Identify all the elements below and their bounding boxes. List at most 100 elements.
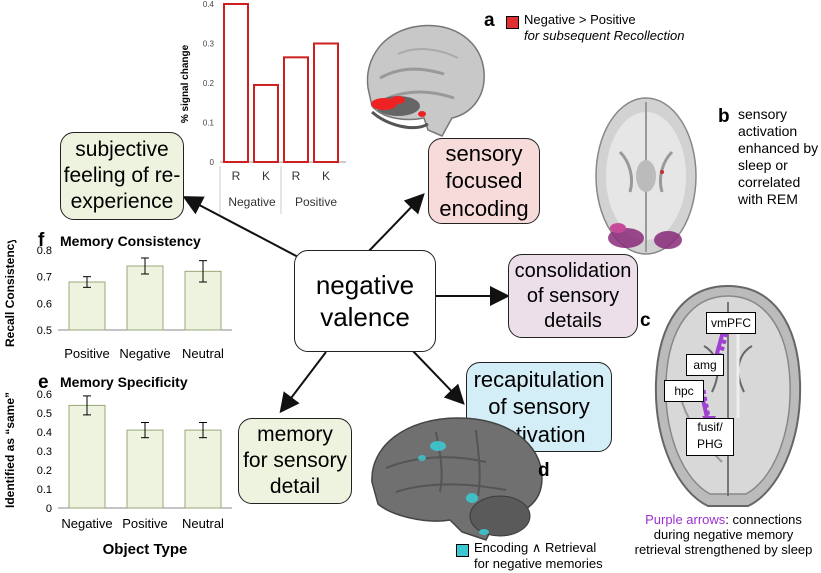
top-chart-tick-3: 0.3 [203, 40, 215, 49]
brain-sagittal-image [366, 24, 485, 137]
e-chart-tick-3: 0.3 [37, 446, 52, 458]
arrow-to-subjective [182, 196, 301, 259]
arrow-to-recapitulation [411, 349, 465, 405]
panel-e-title: Memory Specificity [60, 374, 188, 390]
top-chart-bar-1 [253, 83, 279, 163]
node-fusif-line2: PHG [696, 437, 723, 451]
f-chart-bar-1 [126, 265, 164, 331]
panel-e-letter: e [38, 372, 49, 393]
node-fusif-line1: fusif/ [697, 420, 723, 434]
f-chart-bar-0 [68, 281, 106, 331]
panel-c-caption-highlight: Purple arrows [645, 512, 726, 527]
top-chart-group-0: Negative [228, 195, 276, 209]
top-chart-tick-2: 0.2 [203, 79, 215, 88]
node-amg: amg [686, 354, 724, 376]
activation-blob [371, 98, 397, 110]
node-hpc: hpc [664, 380, 704, 402]
arrow-to-sensory-encoding [367, 193, 425, 253]
panel-b-text: sensory activation enhanced by sleep or … [738, 106, 818, 208]
memory-detail-line1: memory [257, 422, 333, 446]
consolidation-line3: details [544, 309, 602, 332]
recapitulation-line2: of sensory [488, 394, 590, 420]
e-chart-ylabel: Identified as “same” [3, 392, 17, 508]
panel-b-line4: sleep or [738, 157, 788, 173]
e-chart-tick-2: 0.2 [37, 465, 52, 477]
top-chart-cat-2: R [292, 169, 301, 183]
panel-a-legend-line1: Negative > Positive [524, 12, 636, 27]
e-chart-bar-0 [68, 404, 106, 509]
e-chart-xlabel: Object Type [103, 541, 188, 558]
arrow-to-memory-detail [279, 351, 327, 414]
subjective-line2: feeling of re- [63, 163, 181, 187]
recapitulation-line1: recapitulation [473, 366, 605, 392]
subjective-line3: experience [70, 190, 174, 214]
top-chart-bar-3 [313, 42, 339, 163]
f-chart-tick-2: 0.7 [37, 272, 52, 284]
subjective-feeling-box: subjective feeling of re- experience [60, 132, 184, 220]
panel-b-line2: activation [738, 123, 798, 139]
e-chart-tick-4: 0.4 [37, 427, 52, 439]
occipital-activation-left [608, 228, 644, 248]
panel-f-title: Memory Consistency [60, 233, 201, 249]
panel-c-caption-line3: retrieval strengthened by sleep [634, 542, 813, 557]
activation-blob-3 [479, 529, 489, 535]
e-chart-cat-2: Neutral [182, 516, 224, 531]
f-chart-tick-3: 0.8 [37, 245, 52, 257]
panel-d-legend-swatch [456, 544, 469, 557]
f-chart-cat-2: Neutral [182, 346, 224, 361]
e-chart-tick-5: 0.5 [37, 408, 52, 420]
f-chart-cat-0: Positive [64, 346, 110, 361]
panel-d-legend-line2: for negative memories [474, 556, 603, 571]
center-line2: valence [320, 302, 410, 332]
panel-a-legend-swatch [506, 16, 519, 29]
sensory-encoding-box: sensory focused encoding [428, 138, 540, 224]
panel-f-letter: f [38, 230, 45, 251]
top-chart-tick-1: 0.1 [203, 119, 215, 128]
f-chart-tick-1: 0.6 [37, 298, 52, 310]
top-chart-bar-0 [223, 3, 249, 163]
sensory-encoding-line1: sensory [445, 140, 523, 166]
f-chart-ylabel: Recall Consistency [3, 240, 17, 347]
e-chart-bar-2 [184, 429, 222, 509]
e-chart-cat-1: Positive [122, 516, 168, 531]
sensory-encoding-line2: focused [445, 168, 523, 194]
e-chart-tick-6: 0.6 [37, 389, 52, 401]
e-chart-cat-0: Negative [61, 516, 112, 531]
f-chart-cat-1: Negative [119, 346, 170, 361]
panel-d-letter: d [538, 460, 550, 481]
top-chart-tick-0: 0 [210, 158, 215, 167]
e-chart-tick-1: 0.1 [37, 484, 52, 496]
e-chart-bar-1 [126, 429, 164, 509]
top-chart-cat-1: K [262, 169, 270, 183]
panel-b-line3: enhanced by [738, 140, 819, 156]
brain-lateral-image [371, 417, 543, 541]
brain-axial-image [595, 97, 697, 255]
top-chart-group-1: Positive [295, 195, 337, 209]
activation-blob-1 [430, 441, 446, 451]
panel-c-caption-line2: during negative memory [653, 527, 794, 542]
panel-c-letter: c [640, 310, 651, 331]
node-vmpfc: vmPFC [706, 312, 756, 334]
memory-specificity-chart: Identified as “same” 0 0.1 0.2 0.3 0.4 0.5 0.6N… [3, 389, 232, 558]
top-chart-cat-0: R [232, 169, 241, 183]
panel-b-line1: sensory [738, 106, 788, 122]
subjective-line1: subjective [75, 137, 169, 161]
panel-c-caption-rest: : connections [725, 512, 802, 527]
node-fusif-phg: fusif/ PHG [686, 418, 734, 456]
consolidation-line2: of sensory [526, 284, 620, 307]
panel-b-line6: with REM [738, 191, 798, 207]
e-chart-tick-0: 0 [46, 503, 52, 515]
panel-a-legend-line2: for subsequent Recollection [524, 28, 685, 43]
sensory-encoding-line3: encoding [439, 195, 529, 221]
consolidation-line1: consolidation [514, 259, 632, 282]
panel-c-caption: Purple arrows: connections during negati… [626, 512, 821, 557]
recapitulation-box: recapitulation of sensory activation [466, 362, 612, 452]
occipital-activation-right [654, 231, 682, 249]
memory-detail-line2: for sensory [243, 448, 347, 472]
negative-valence-box: negative valence [294, 250, 436, 352]
consolidation-box: consolidation of sensory details [508, 254, 638, 338]
panel-b-line5: correlated [738, 174, 801, 190]
